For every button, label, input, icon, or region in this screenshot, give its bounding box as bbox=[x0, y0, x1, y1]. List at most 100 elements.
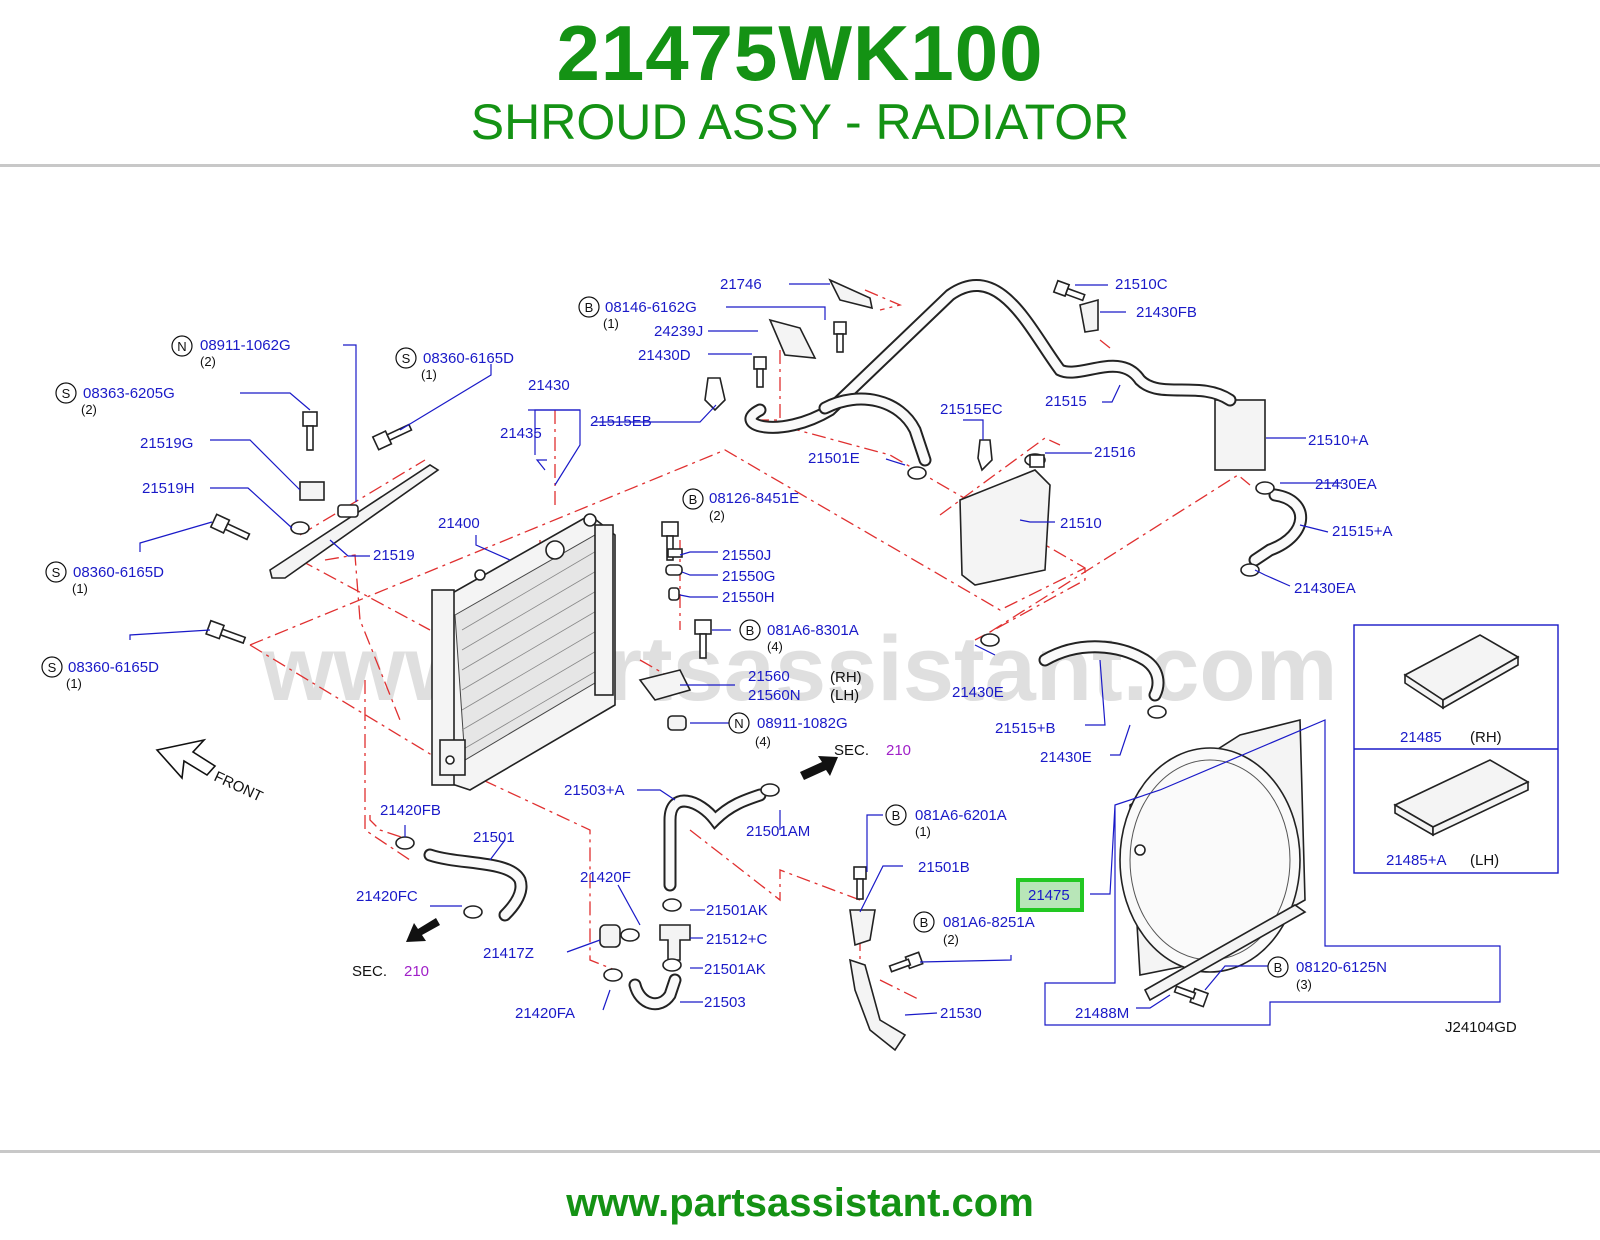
callout-21560[interactable]: 21560 bbox=[748, 668, 790, 685]
svg-text:B: B bbox=[689, 492, 698, 507]
callout-21501b[interactable]: 21501B bbox=[918, 859, 970, 876]
callout-08146-6162g[interactable]: 08146-6162G bbox=[605, 299, 697, 316]
reservoir-tank-graphic bbox=[959, 399, 1266, 586]
callout-21515eb[interactable]: 21515EB bbox=[590, 413, 652, 430]
svg-text:S: S bbox=[52, 565, 61, 580]
circle-letter-n: N bbox=[728, 712, 750, 734]
callout-21430d[interactable]: 21430D bbox=[638, 347, 691, 364]
callout-21430fb[interactable]: 21430FB bbox=[1136, 304, 1197, 321]
qty-label: (4) bbox=[767, 639, 783, 654]
side-label-rh: (RH) bbox=[830, 669, 862, 686]
callout-081a6-6201a[interactable]: 081A6-6201A bbox=[915, 807, 1007, 824]
qty-label: (2) bbox=[709, 508, 725, 523]
callout-21420fb[interactable]: 21420FB bbox=[380, 802, 441, 819]
qty-label: (1) bbox=[915, 824, 931, 839]
callout-21501am[interactable]: 21501AM bbox=[746, 823, 810, 840]
side-label-lh-2: (LH) bbox=[1470, 852, 1499, 869]
svg-text:B: B bbox=[1274, 960, 1283, 975]
callout-21503a[interactable]: 21503+A bbox=[564, 782, 624, 799]
callout-08911-1082g[interactable]: 08911-1082G bbox=[757, 715, 848, 732]
callout-21550g[interactable]: 21550G bbox=[722, 568, 775, 585]
header-divider bbox=[0, 164, 1600, 167]
callout-21512c[interactable]: 21512+C bbox=[706, 931, 767, 948]
callout-08911-1062g[interactable]: 08911-1062G bbox=[200, 337, 291, 354]
front-label: FRONT bbox=[211, 768, 265, 805]
svg-text:B: B bbox=[746, 623, 755, 638]
callout-21501ak-2[interactable]: 21501AK bbox=[704, 961, 766, 978]
svg-text:S: S bbox=[62, 386, 71, 401]
svg-text:N: N bbox=[177, 339, 186, 354]
callout-21501[interactable]: 21501 bbox=[473, 829, 515, 846]
callout-21515[interactable]: 21515 bbox=[1045, 393, 1087, 410]
circle-letter-b: B bbox=[682, 488, 704, 510]
callout-21510c[interactable]: 21510C bbox=[1115, 276, 1168, 293]
qty-label: (2) bbox=[200, 354, 216, 369]
callout-08360-6165d-2[interactable]: 08360-6165D bbox=[73, 564, 164, 581]
callout-21400[interactable]: 21400 bbox=[438, 515, 480, 532]
callout-081a6-8301a[interactable]: 081A6-8301A bbox=[767, 622, 859, 639]
circle-letter-b: B bbox=[739, 619, 761, 641]
sec-number-2[interactable]: 210 bbox=[404, 963, 429, 980]
callout-21430ea[interactable]: 21430EA bbox=[1315, 476, 1377, 493]
circle-letter-s: S bbox=[395, 347, 417, 369]
callout-21420fa[interactable]: 21420FA bbox=[515, 1005, 575, 1022]
svg-text:S: S bbox=[402, 351, 411, 366]
callout-21746[interactable]: 21746 bbox=[720, 276, 762, 293]
callout-081a6-8251a[interactable]: 081A6-8251A bbox=[943, 914, 1035, 931]
sec-arrows-graphic bbox=[406, 756, 838, 942]
callout-21510a[interactable]: 21510+A bbox=[1308, 432, 1368, 449]
callout-21501e[interactable]: 21501E bbox=[808, 450, 860, 467]
callout-21430[interactable]: 21430 bbox=[528, 377, 570, 394]
circle-letter-s: S bbox=[45, 561, 67, 583]
callout-21420f[interactable]: 21420F bbox=[580, 869, 631, 886]
callout-21550j[interactable]: 21550J bbox=[722, 547, 771, 564]
callout-08120-6125n[interactable]: 08120-6125N bbox=[1296, 959, 1387, 976]
callout-21503[interactable]: 21503 bbox=[704, 994, 746, 1011]
svg-text:S: S bbox=[48, 660, 57, 675]
svg-text:B: B bbox=[585, 300, 594, 315]
callout-21550h[interactable]: 21550H bbox=[722, 589, 775, 606]
callout-24239j[interactable]: 24239J bbox=[654, 323, 703, 340]
callout-21515b[interactable]: 21515+B bbox=[995, 720, 1055, 737]
page-header: 21475WK100 SHROUD ASSY - RADIATOR bbox=[0, 0, 1600, 168]
callout-21560n[interactable]: 21560N bbox=[748, 687, 801, 704]
callout-21510[interactable]: 21510 bbox=[1060, 515, 1102, 532]
callout-21485[interactable]: 21485 bbox=[1400, 729, 1442, 746]
callout-21430e-2[interactable]: 21430E bbox=[1040, 749, 1092, 766]
parts-diagram: www.partsassistant.com bbox=[41, 276, 1559, 1052]
callout-21485a[interactable]: 21485+A bbox=[1386, 852, 1446, 869]
qty-label: (1) bbox=[66, 676, 82, 691]
circle-letter-s: S bbox=[55, 382, 77, 404]
callout-21515ec[interactable]: 21515EC bbox=[940, 401, 1003, 418]
callout-08363-6205g[interactable]: 08363-6205G bbox=[83, 385, 175, 402]
callout-08360-6165d[interactable]: 08360-6165D bbox=[423, 350, 514, 367]
part-number-title: 21475WK100 bbox=[556, 9, 1044, 97]
qty-label: (4) bbox=[755, 734, 771, 749]
qty-label: (1) bbox=[421, 367, 437, 382]
callout-21530[interactable]: 21530 bbox=[940, 1005, 982, 1022]
callout-21475-highlighted[interactable]: 21475 bbox=[1028, 887, 1070, 904]
bolts-graphic bbox=[205, 279, 1210, 1008]
callout-21430e[interactable]: 21430E bbox=[952, 684, 1004, 701]
callout-21420fc[interactable]: 21420FC bbox=[356, 888, 418, 905]
footer-website-link[interactable]: www.partsassistant.com bbox=[566, 1181, 1034, 1225]
shroud-seal-inset bbox=[1353, 624, 1559, 874]
callout-08360-6165d-3[interactable]: 08360-6165D bbox=[68, 659, 159, 676]
circle-letter-n: N bbox=[171, 335, 193, 357]
callout-21488m[interactable]: 21488M bbox=[1075, 1005, 1129, 1022]
callout-21519h[interactable]: 21519H bbox=[142, 480, 195, 497]
callout-08126-8451e[interactable]: 08126-8451E bbox=[709, 490, 799, 507]
leader-lines bbox=[129, 283, 1501, 1026]
callout-21435[interactable]: 21435 bbox=[500, 425, 542, 442]
callout-21519[interactable]: 21519 bbox=[373, 547, 415, 564]
diagram-code: J24104GD bbox=[1445, 1019, 1517, 1036]
callout-21430ea-2[interactable]: 21430EA bbox=[1294, 580, 1356, 597]
callout-21519g[interactable]: 21519G bbox=[140, 435, 193, 452]
callout-21516[interactable]: 21516 bbox=[1094, 444, 1136, 461]
callout-21417z[interactable]: 21417Z bbox=[483, 945, 534, 962]
sec-label: SEC. bbox=[834, 742, 869, 759]
sec-number[interactable]: 210 bbox=[886, 742, 911, 759]
qty-label: (2) bbox=[81, 402, 97, 417]
callout-21515a[interactable]: 21515+A bbox=[1332, 523, 1392, 540]
callout-21501ak[interactable]: 21501AK bbox=[706, 902, 768, 919]
